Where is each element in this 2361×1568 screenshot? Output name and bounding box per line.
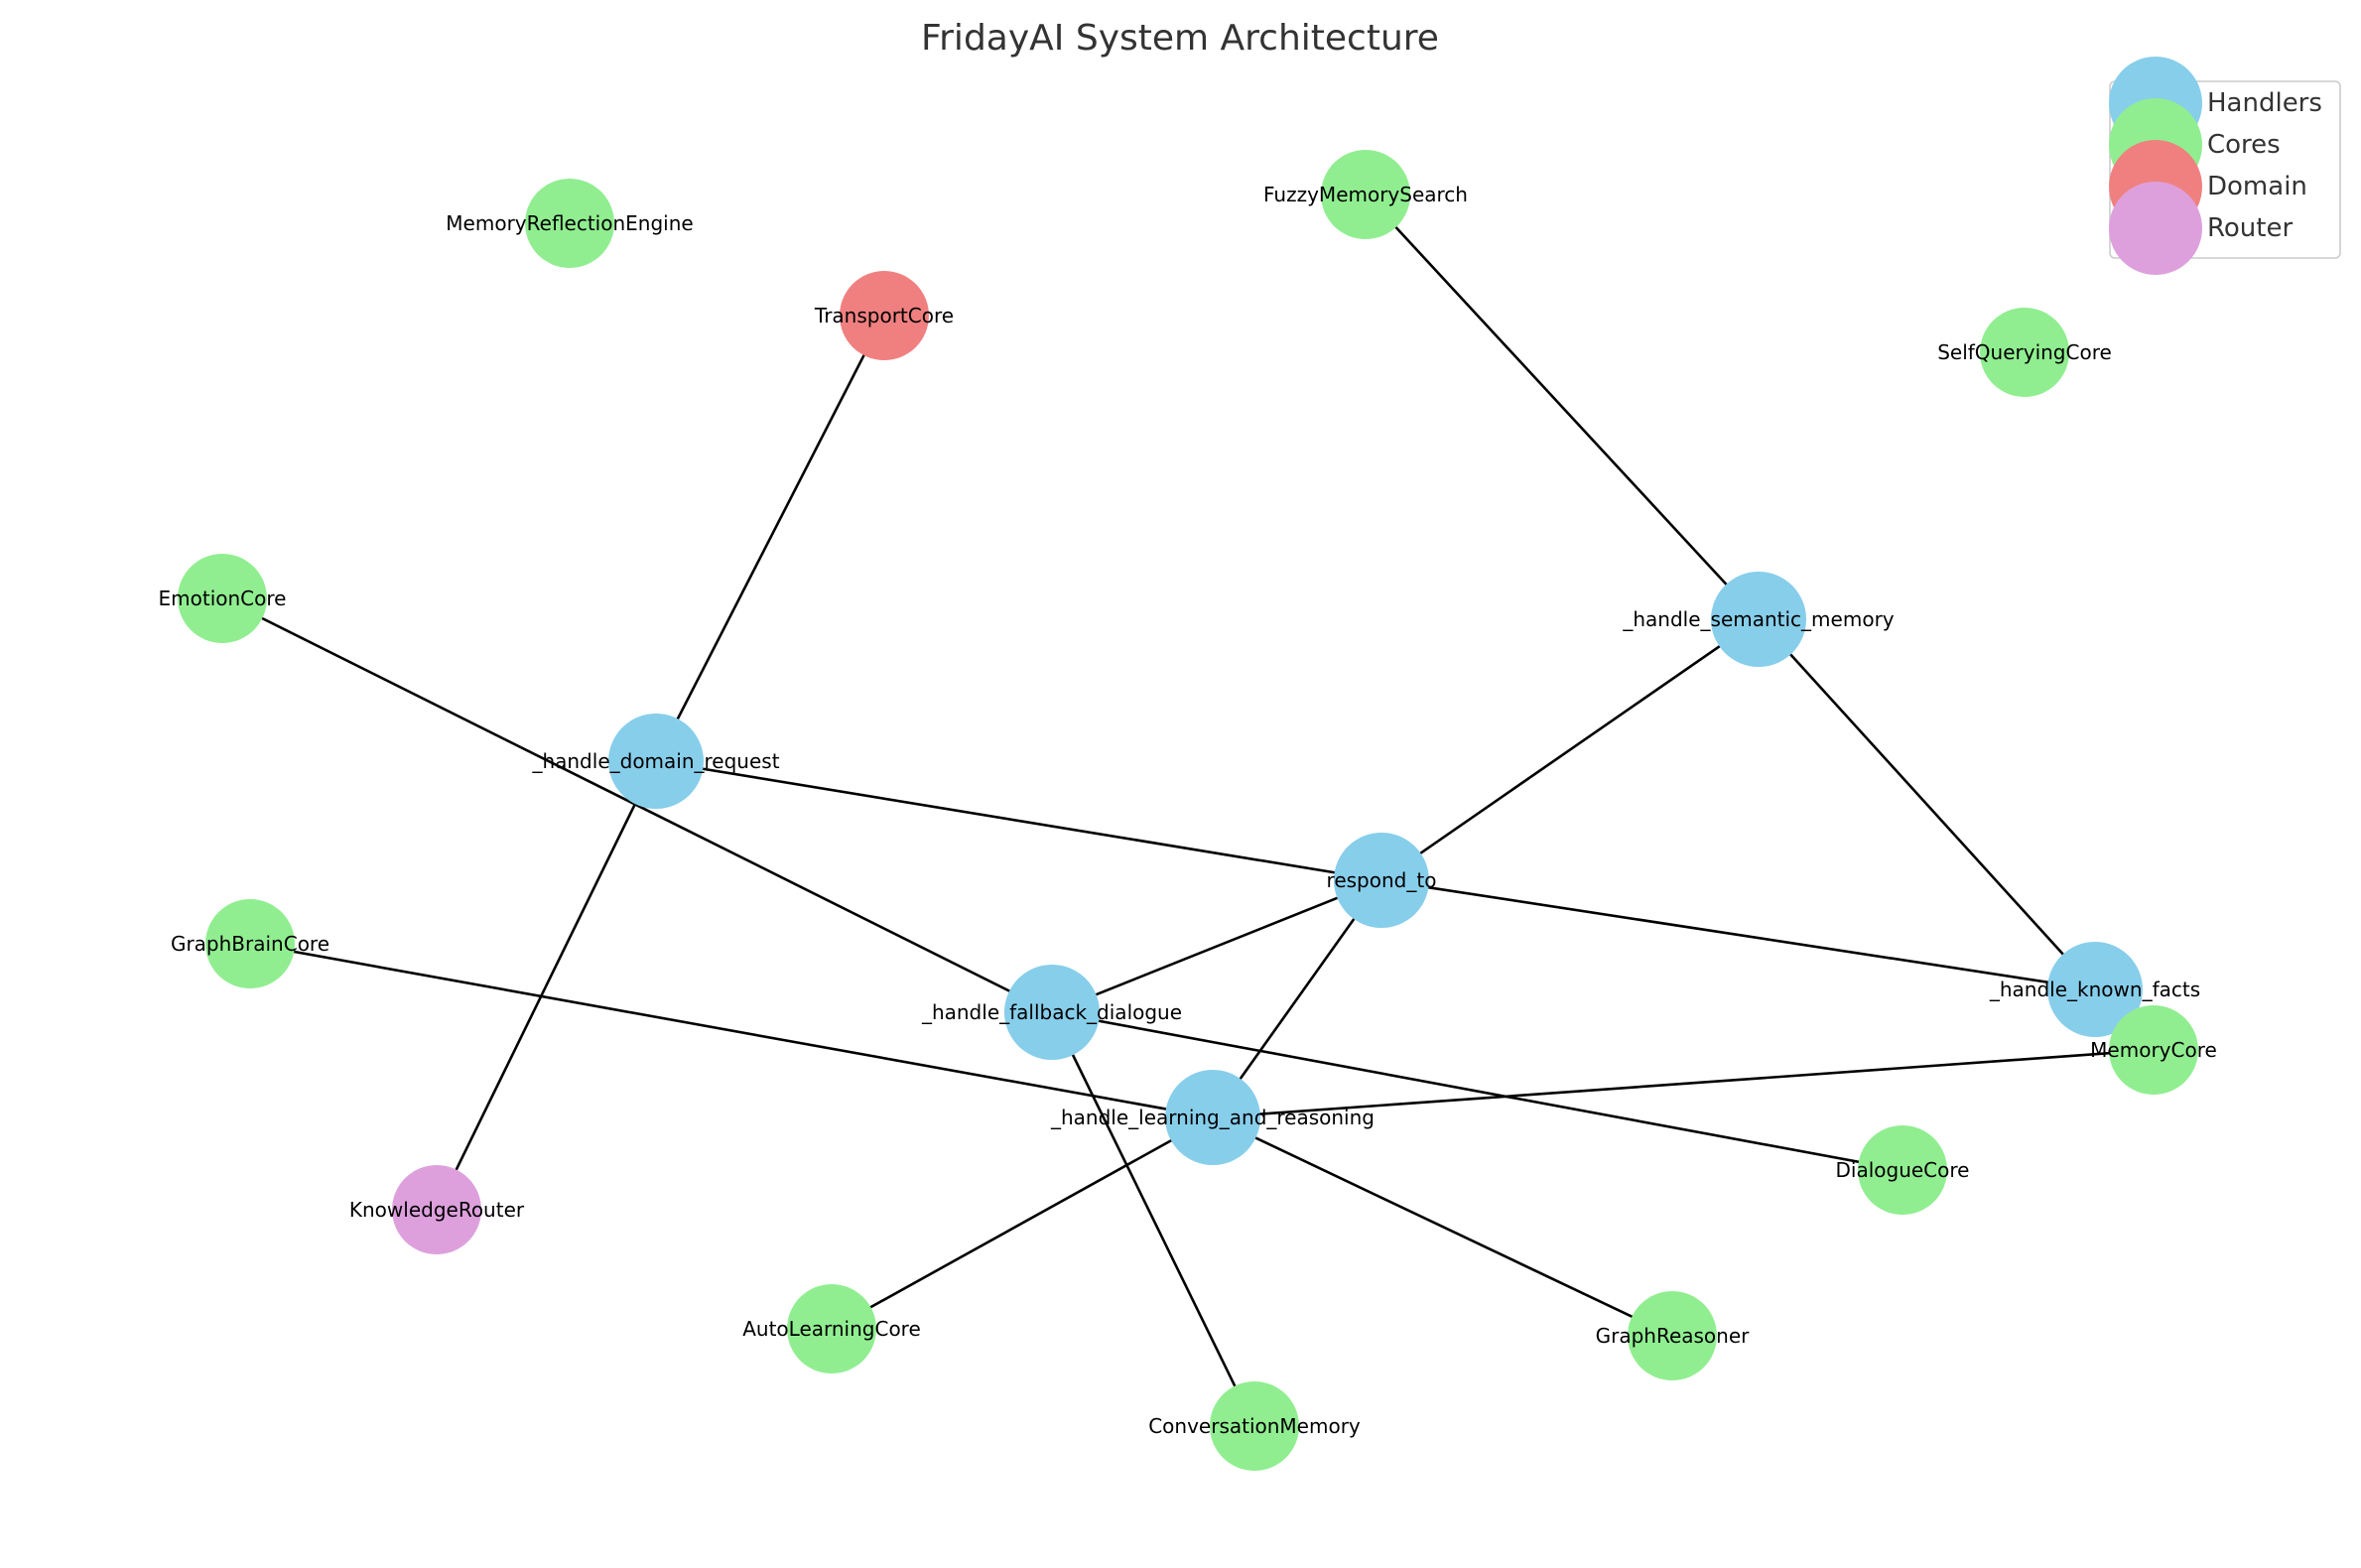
node-label-MemoryCore: MemoryCore bbox=[2090, 1038, 2217, 1062]
node-EmotionCore bbox=[178, 554, 267, 643]
edge-respond_to-handle_fallback_dialogue bbox=[1051, 878, 1382, 1014]
node-label-handle_fallback_dialogue: _handle_fallback_dialogue bbox=[921, 1000, 1182, 1024]
node-TransportCore bbox=[840, 271, 929, 360]
node-GraphBrainCore bbox=[205, 899, 295, 988]
node-label-AutoLearningCore: AutoLearningCore bbox=[742, 1317, 921, 1341]
edge-respond_to-handle_learning_and_reasoning bbox=[1211, 879, 1383, 1118]
edge-handle_domain_request-KnowledgeRouter bbox=[435, 760, 658, 1211]
nodes-layer: _handle_domain_request _handle_semantic_m… bbox=[159, 150, 2217, 1471]
node-ConversationMemory bbox=[1210, 1381, 1299, 1471]
node-handle_semantic_memory bbox=[1711, 572, 1806, 667]
edge-respond_to-handle_known_facts bbox=[1380, 878, 2096, 991]
node-MemoryReflectionEngine bbox=[525, 179, 614, 268]
edge-EmotionCore-handle_fallback_dialogue bbox=[221, 596, 1053, 1014]
edge-handle_fallback_dialogue-ConversationMemory bbox=[1050, 1011, 1256, 1427]
node-FuzzyMemorySearch bbox=[1321, 150, 1410, 239]
node-handle_learning_and_reasoning bbox=[1165, 1070, 1260, 1165]
edge-handle_semantic_memory-respond_to bbox=[1380, 617, 1760, 882]
node-AutoLearningCore bbox=[787, 1284, 876, 1373]
node-label-handle_semantic_memory: _handle_semantic_memory bbox=[1622, 607, 1894, 631]
node-GraphReasoner bbox=[1628, 1291, 1717, 1380]
edge-handle_domain_request-respond_to bbox=[655, 759, 1382, 882]
edge-handle_learning_and_reasoning-MemoryCore bbox=[1212, 1048, 2155, 1119]
node-label-TransportCore: TransportCore bbox=[814, 304, 954, 327]
node-SelfQueryingCore bbox=[1980, 308, 2069, 397]
node-label-FuzzyMemorySearch: FuzzyMemorySearch bbox=[1263, 183, 1468, 206]
node-label-SelfQueryingCore: SelfQueryingCore bbox=[1937, 340, 2112, 364]
node-label-KnowledgeRouter: KnowledgeRouter bbox=[349, 1198, 525, 1222]
node-handle_domain_request bbox=[608, 714, 704, 809]
node-label-respond_to: respond_to bbox=[1327, 868, 1437, 892]
node-handle_known_facts bbox=[2047, 942, 2143, 1037]
legend-label-domain: Domain bbox=[2207, 172, 2307, 201]
node-label-handle_domain_request: _handle_domain_request bbox=[531, 749, 779, 773]
node-label-EmotionCore: EmotionCore bbox=[159, 587, 287, 610]
node-DialogueCore bbox=[1858, 1125, 1947, 1215]
edge-handle_domain_request-TransportCore bbox=[654, 315, 886, 762]
node-label-GraphBrainCore: GraphBrainCore bbox=[171, 932, 329, 956]
edge-handle_semantic_memory-handle_known_facts bbox=[1758, 618, 2096, 990]
node-label-MemoryReflectionEngine: MemoryReflectionEngine bbox=[446, 211, 693, 235]
legend-label-router: Router bbox=[2207, 213, 2293, 243]
edges-layer bbox=[221, 194, 2155, 1427]
edge-handle_learning_and_reasoning-GraphReasoner bbox=[1212, 1115, 1673, 1338]
edge-handle_learning_and_reasoning-AutoLearningCore bbox=[831, 1115, 1214, 1331]
legend-label-handler: Handlers bbox=[2207, 88, 2322, 118]
edge-GraphBrainCore-handle_learning_and_reasoning bbox=[249, 942, 1214, 1119]
diagram-title: FridayAI System Architecture bbox=[921, 18, 1439, 59]
node-label-handle_known_facts: _handle_known_facts bbox=[1989, 978, 2200, 1001]
edge-handle_fallback_dialogue-DialogueCore bbox=[1051, 1010, 1903, 1172]
legend-label-core: Cores bbox=[2207, 130, 2281, 160]
node-label-GraphReasoner: GraphReasoner bbox=[1596, 1324, 1751, 1348]
node-handle_fallback_dialogue bbox=[1004, 965, 1100, 1060]
node-respond_to bbox=[1334, 833, 1429, 928]
legend-marker-router bbox=[2109, 182, 2202, 275]
edge-FuzzyMemorySearch-handle_semantic_memory bbox=[1365, 194, 1760, 620]
node-MemoryCore bbox=[2109, 1005, 2198, 1095]
node-label-handle_learning_and_reasoning: _handle_learning_and_reasoning bbox=[1050, 1106, 1375, 1129]
node-KnowledgeRouter bbox=[392, 1165, 481, 1254]
node-label-ConversationMemory: ConversationMemory bbox=[1148, 1414, 1361, 1438]
node-label-DialogueCore: DialogueCore bbox=[1836, 1158, 1970, 1182]
